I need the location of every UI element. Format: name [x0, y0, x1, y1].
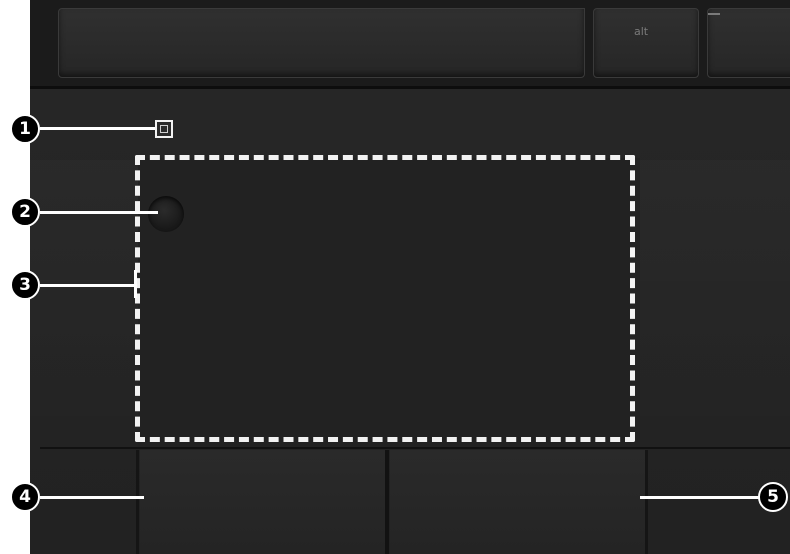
callout-1-badge: 1	[10, 114, 40, 144]
left-button-edge	[136, 450, 139, 554]
callout-3-badge: 3	[10, 270, 40, 300]
callout-4-leader	[40, 496, 144, 499]
touchpad-on-off-indicator-light	[155, 120, 173, 138]
right-button-edge	[645, 450, 648, 554]
callout-1-leader	[40, 127, 155, 130]
alt-key[interactable]: alt	[593, 8, 699, 78]
callout-2-badge: 2	[10, 197, 40, 227]
alt-key-label: alt	[634, 25, 648, 38]
callout-3-tick	[134, 270, 137, 298]
menu-key[interactable]	[707, 8, 790, 78]
callout-2-leader	[40, 211, 158, 214]
keyboard-bottom-row: alt	[30, 0, 790, 88]
spacebar-key[interactable]	[58, 8, 585, 78]
callout-4-badge: 4	[10, 482, 40, 512]
button-divider	[40, 447, 790, 449]
callout-5-leader	[640, 496, 762, 499]
callout-3-leader	[40, 284, 137, 287]
button-split	[385, 450, 389, 554]
right-touchpad-button[interactable]	[390, 450, 645, 554]
callout-5-badge: 5	[758, 482, 788, 512]
touchpad-zone-outline	[135, 155, 635, 442]
left-touchpad-button[interactable]	[140, 450, 385, 554]
